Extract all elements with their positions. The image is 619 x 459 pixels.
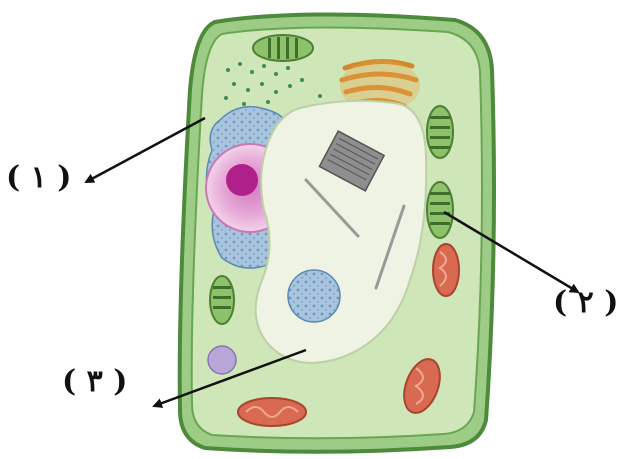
peroxisome [288,270,340,322]
nucleolus [226,164,258,196]
vesicle [208,346,236,374]
chloroplast-left [210,276,234,324]
chloroplast-right-2 [427,182,453,238]
label-3: ( ٣ ) [62,367,127,397]
chloroplast-top [253,35,313,61]
label-2: ( ٢ ) [553,288,618,318]
chloroplast-right-1 [427,106,453,158]
label-1: ( ١ ) [6,163,71,193]
mitochondrion-bottom [238,398,306,426]
mitochondrion-right-1 [433,244,459,296]
